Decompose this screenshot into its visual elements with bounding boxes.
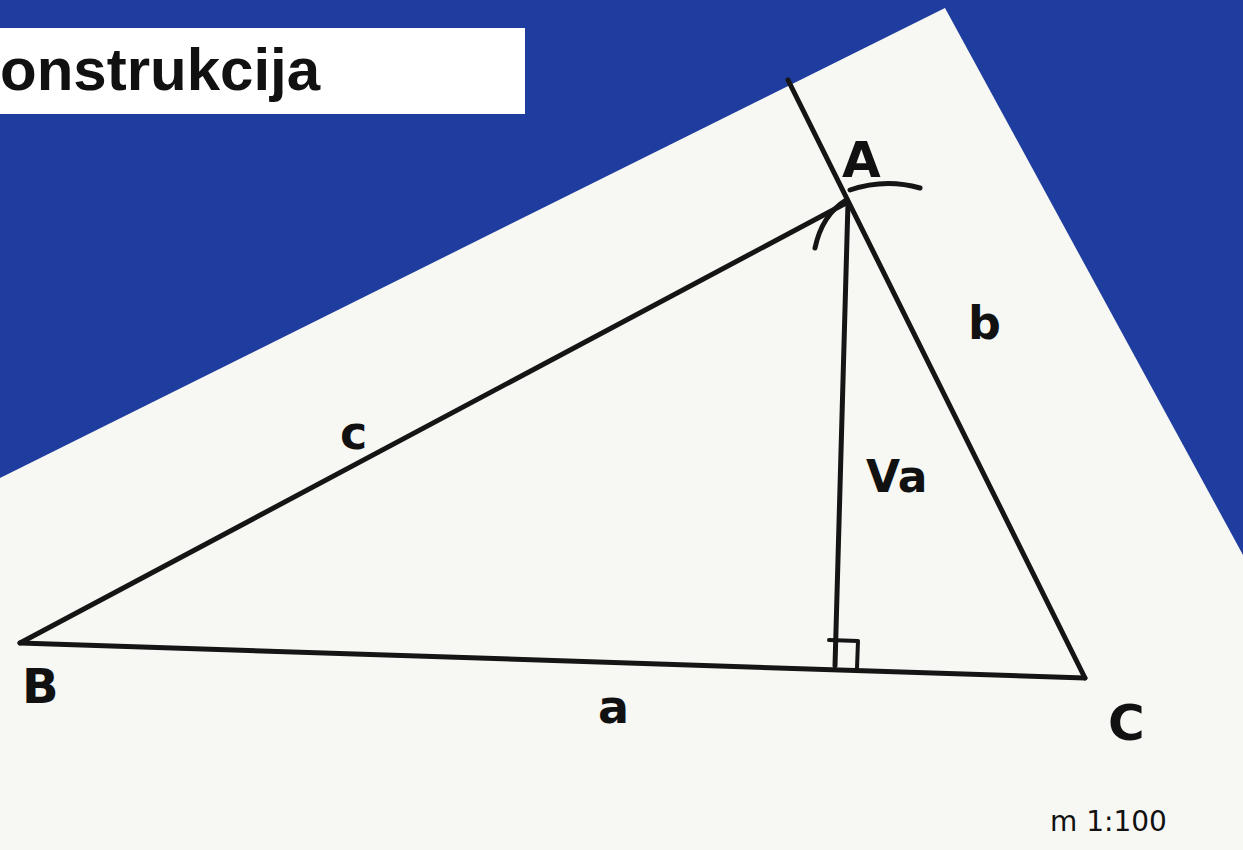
right-angle-mark <box>829 640 858 668</box>
side-c <box>20 202 848 643</box>
paper-sheet <box>0 8 1243 850</box>
title-banner: onstrukcija <box>0 28 525 114</box>
side-a <box>20 643 1085 678</box>
altitude-label: Va <box>866 455 927 499</box>
construction-arc <box>815 200 846 248</box>
vertex-label: B <box>22 662 59 710</box>
altitude-va <box>835 202 848 666</box>
title: onstrukcija <box>0 32 320 108</box>
side-label: c <box>340 410 367 456</box>
vertex-label: C <box>1108 698 1145 748</box>
side-label: a <box>598 684 629 730</box>
vertex-label: A <box>842 135 881 185</box>
side-b-line <box>788 80 1085 678</box>
side-label: b <box>968 300 1001 346</box>
scale-note: m 1:100 <box>1050 808 1167 836</box>
